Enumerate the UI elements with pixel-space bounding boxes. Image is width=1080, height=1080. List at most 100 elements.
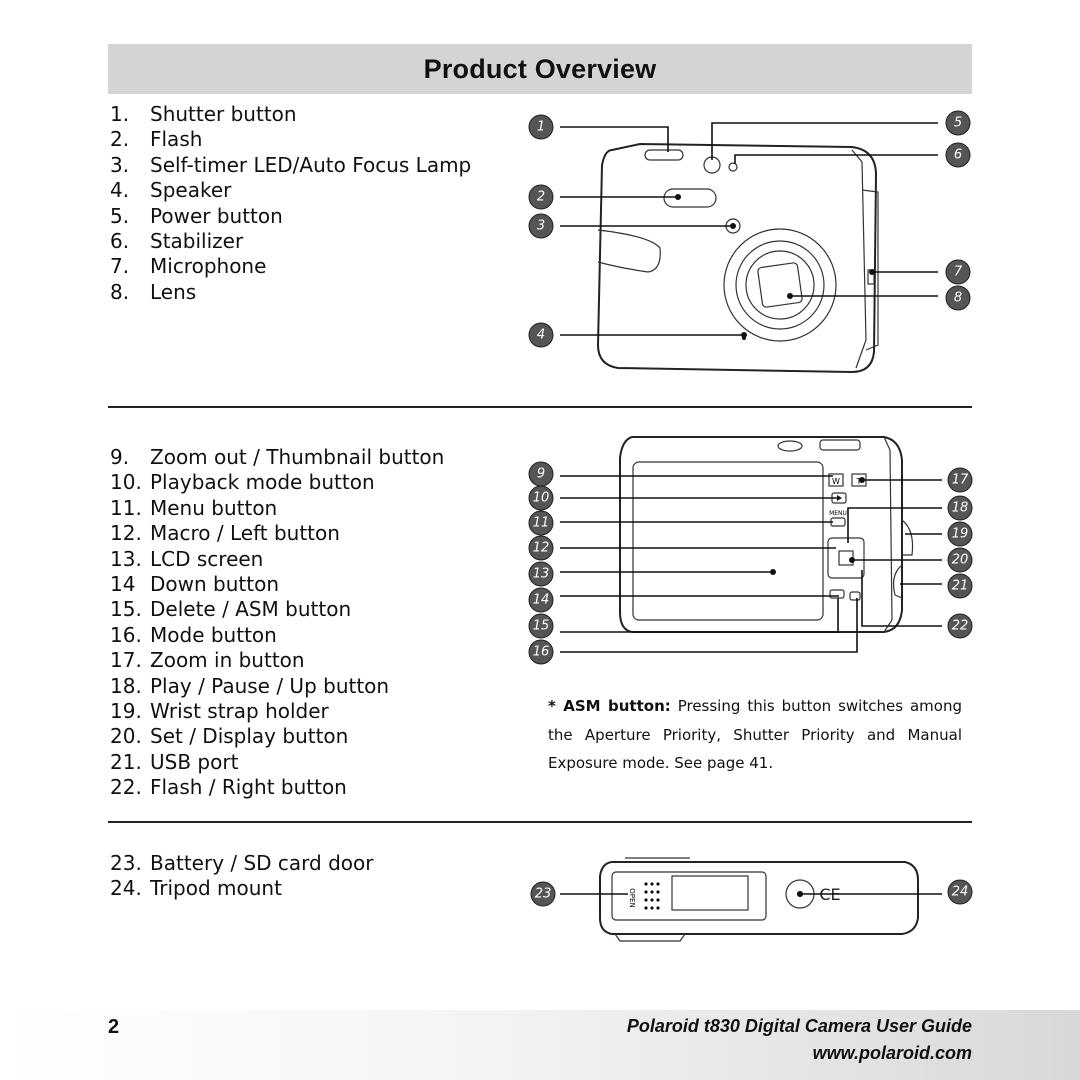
list-item: 22.Flash / Right button (110, 775, 347, 800)
list-item: 11.Menu button (110, 495, 278, 520)
list-item: 19.Wrist strap holder (110, 698, 329, 723)
svg-text:4: 4 (537, 328, 545, 343)
asm-note-heading: * ASM button: (548, 697, 671, 715)
svg-text:1: 1 (537, 120, 545, 135)
usb-port (892, 564, 903, 599)
list-item: 16.Mode button (110, 622, 277, 647)
callout-15: 15 (528, 613, 554, 639)
callout-23: 23 (530, 881, 556, 907)
svg-text:22: 22 (952, 619, 969, 634)
bottom-camera-diagram: OPEN CE 23 24 (530, 857, 973, 942)
back-parts-list: 9.Zoom out / Thumbnail button 10.Playbac… (110, 445, 444, 800)
callout-16: 16 (528, 639, 554, 665)
front-parts-list: 1.Shutter button 2.Flash 3.Self-timer LE… (110, 102, 471, 305)
footer-band (0, 1010, 1080, 1080)
list-item: 23.Battery / SD card door (110, 851, 374, 875)
nav-pad (827, 537, 865, 579)
list-item: 2.Flash (110, 127, 203, 152)
callout-7: 7 (945, 259, 971, 285)
grip (597, 229, 661, 273)
zoom-out-button (828, 473, 844, 487)
divider-2 (108, 821, 972, 823)
callout-21: 21 (947, 573, 973, 599)
callout-14: 14 (528, 587, 554, 613)
svg-text:5: 5 (954, 116, 962, 131)
callout-12: 12 (528, 535, 554, 561)
camera-body-front (596, 142, 878, 374)
list-item: 1.Shutter button (110, 102, 297, 126)
callout-18: 18 (947, 495, 973, 521)
page-number: 2 (108, 1016, 120, 1038)
zoom-in-label: T (856, 477, 862, 486)
callout-20: 20 (947, 547, 973, 573)
mode-button (849, 591, 861, 601)
shutter-button (644, 149, 684, 161)
website-link[interactable]: www.polaroid.com (812, 1043, 972, 1063)
callout-4: 4 (528, 322, 554, 348)
wrist-strap-holder (901, 519, 914, 556)
page-title: Product Overview (423, 54, 657, 84)
lcd-screen (632, 461, 824, 621)
list-item: 9.Zoom out / Thumbnail button (110, 445, 445, 469)
list-item: 7.Microphone (110, 254, 267, 279)
bottom-parts-list: 23.Battery / SD card door 24.Tripod moun… (110, 851, 374, 902)
callout-6: 6 (945, 142, 971, 168)
list-item: 12.Macro / Left button (110, 521, 340, 546)
asm-note-text: Pressing this button switches among the … (548, 697, 962, 772)
delete-button (829, 589, 845, 599)
lens (757, 262, 803, 308)
svg-text:23: 23 (535, 887, 552, 902)
callout-2: 2 (528, 184, 554, 210)
list-item: 6.Stabilizer (110, 228, 244, 253)
list-item: 21.USB port (110, 749, 239, 774)
callout-8: 8 (945, 285, 971, 311)
svg-text:13: 13 (533, 567, 550, 582)
front-camera-diagram: 1 2 3 4 5 6 7 8 (528, 110, 971, 374)
guide-title: Polaroid t830 Digital Camera User Guide (626, 1016, 972, 1036)
door-grip-dots (644, 882, 660, 910)
list-item: 24.Tripod mount (110, 876, 282, 901)
lens-ring-outer (723, 228, 837, 342)
title-bar: Product Overview (108, 44, 972, 94)
battery-door (611, 871, 767, 921)
svg-text:20: 20 (952, 553, 969, 568)
menu-label: MENU (829, 510, 847, 517)
list-item: 13.LCD screen (110, 546, 264, 571)
flash (663, 188, 717, 208)
list-item: 8.Lens (110, 279, 197, 304)
camera-body-back (619, 436, 903, 633)
svg-text:9: 9 (537, 467, 545, 482)
list-item: 17.Zoom in button (110, 648, 305, 673)
callout-17: 17 (947, 467, 973, 493)
list-item: 3.Self-timer LED/Auto Focus Lamp (110, 152, 472, 177)
list-item: 15.Delete / ASM button (110, 597, 352, 622)
back-camera-diagram: W T MENU 9 10 11 12 13 14 15 16 17 18 19… (528, 436, 973, 665)
svg-text:19: 19 (952, 527, 969, 542)
list-item: 18.Play / Pause / Up button (110, 673, 390, 698)
svg-text:7: 7 (954, 265, 963, 280)
asm-note: * ASM button: Pressing this button switc… (548, 692, 962, 778)
callout-5: 5 (945, 110, 971, 136)
open-label: OPEN (628, 888, 636, 907)
callout-9: 9 (528, 461, 554, 487)
svg-text:12: 12 (533, 541, 550, 556)
svg-text:10: 10 (533, 491, 550, 506)
callout-13: 13 (528, 561, 554, 587)
svg-text:3: 3 (537, 219, 545, 234)
divider-1 (108, 406, 972, 408)
camera-body-bottom (599, 861, 919, 935)
stabilizer (728, 162, 738, 172)
callout-24: 24 (947, 879, 973, 905)
svg-text:21: 21 (952, 579, 969, 594)
list-item: 4.Speaker (110, 178, 232, 203)
list-item: 5.Power button (110, 203, 283, 228)
zoom-out-label: W (832, 477, 840, 486)
svg-text:2: 2 (537, 190, 545, 205)
callout-3: 3 (528, 213, 554, 239)
callout-22: 22 (947, 613, 973, 639)
svg-text:11: 11 (533, 516, 550, 531)
svg-text:14: 14 (533, 593, 550, 608)
callout-10: 10 (528, 485, 554, 511)
callout-1: 1 (528, 114, 554, 140)
